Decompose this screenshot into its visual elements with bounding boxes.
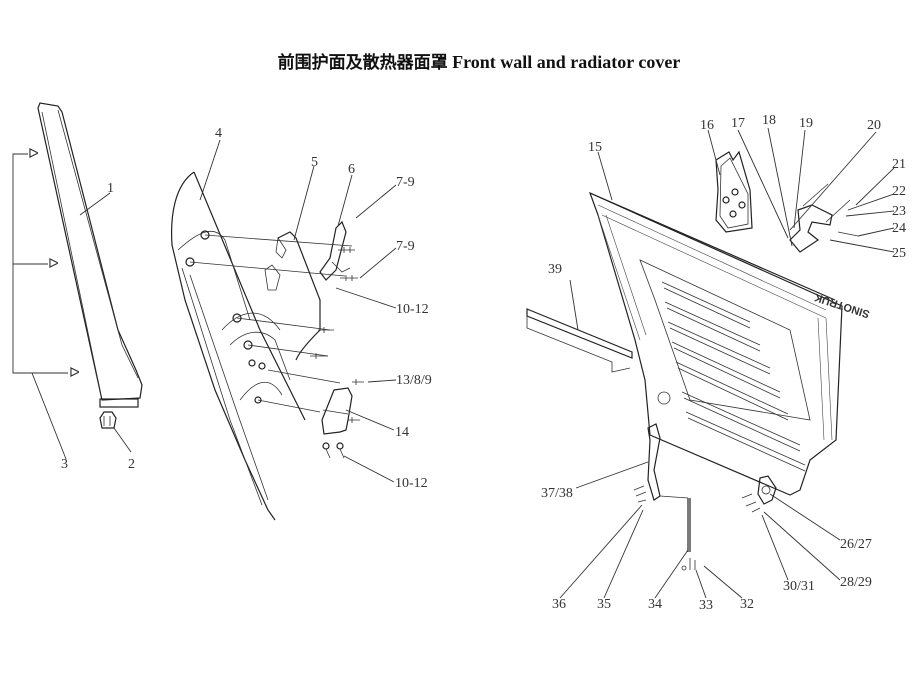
callout-24: 24 [892,221,906,236]
callout-19: 19 [799,116,813,131]
clip-group-bracket: ᐅ ᐅ ᐅ [12,147,80,381]
callout-25: 25 [892,246,906,261]
clip-part [99,411,117,429]
callout-1: 1 [107,181,114,196]
callout-15: 15 [588,140,602,155]
svg-text:ᐅ: ᐅ [28,147,39,162]
diagram-title: 前围护面及散热器面罩 Front wall and radiator cover [0,48,920,73]
svg-text:ᐅ: ᐅ [69,366,80,381]
callout-labels: 1 2 3 4 5 6 7-9 7-9 10-12 13/8/9 14 10-1… [61,113,906,613]
hinge-plate-part [321,387,353,435]
callout-30-31: 30/31 [783,579,815,594]
callout-34: 34 [648,597,662,612]
callout-10-12-upper: 10-12 [396,302,429,317]
emblem-part [715,150,753,233]
callout-28-29: 28/29 [840,575,872,590]
bracket-part [319,220,351,281]
bolt-pair [322,442,345,459]
callout-36: 36 [552,597,566,612]
callout-10-12-lower: 10-12 [395,476,428,491]
callout-7-9-lower: 7-9 [396,239,415,254]
callout-2: 2 [128,457,135,472]
svg-text:ᐅ: ᐅ [48,257,59,272]
callout-16: 16 [700,118,714,133]
hood-hinge-part [789,183,859,253]
latch-part [741,475,777,513]
pillar-trim-part [37,102,143,408]
inner-panel-part [264,231,321,361]
callout-32: 32 [740,597,754,612]
grille-slats [661,281,806,472]
callout-39: 39 [548,262,562,277]
callout-13-8-9: 13/8/9 [396,373,432,388]
callout-18: 18 [762,113,776,128]
callout-7-9-upper: 7-9 [396,175,415,190]
leader-lines [31,127,895,599]
radiator-grille-part [588,191,843,496]
title-english: Front wall and radiator cover [452,52,681,72]
callout-5: 5 [311,155,318,170]
callout-35: 35 [597,597,611,612]
callout-23: 23 [892,204,906,219]
callout-14: 14 [395,425,409,440]
callout-20: 20 [867,118,881,133]
support-rod-part [633,423,696,571]
callout-26-27: 26/27 [840,537,872,552]
fastener-lines [189,234,364,423]
seal-strip-part [526,308,633,373]
callout-6: 6 [348,162,355,177]
callout-22: 22 [892,184,906,199]
callout-4: 4 [215,126,222,141]
callout-37-38: 37/38 [541,486,573,501]
callout-21: 21 [892,157,906,172]
callout-17: 17 [731,116,745,131]
title-chinese: 前围护面及散热器面罩 [277,53,448,73]
front-wall-panel [171,171,306,521]
callout-33: 33 [699,598,713,613]
callout-3: 3 [61,457,68,472]
